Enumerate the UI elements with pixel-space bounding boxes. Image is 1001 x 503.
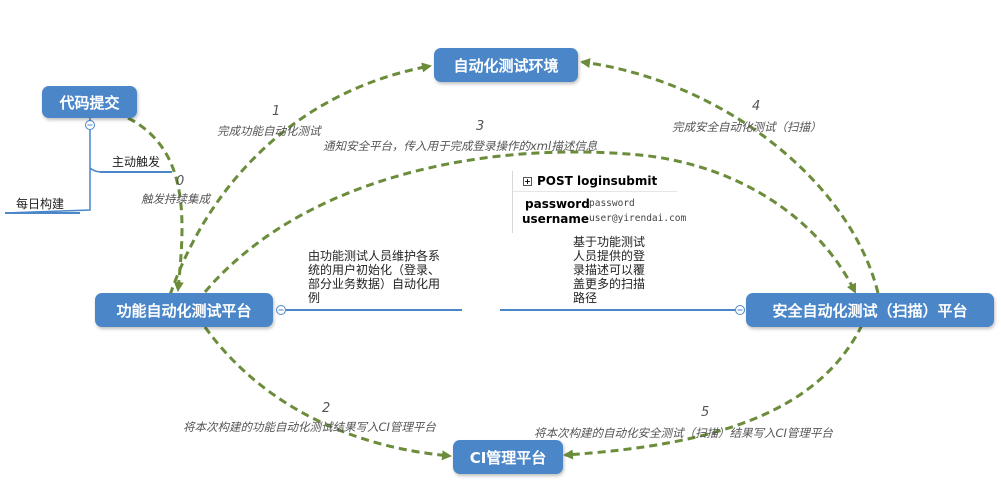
request-header: + POST loginsubmit [513,174,677,192]
param-value: password [589,198,635,209]
desc-sec-line: 基于功能测试 [573,235,646,249]
edge-4-arrow [580,58,880,294]
trigger-daily-build[interactable]: 每日构建 [16,197,65,211]
expand-icon[interactable]: + [523,177,532,186]
trigger-manual[interactable]: 主动触发 [112,155,161,169]
edge-5-number: 5 [701,405,710,420]
desc-sec-line: 录描述可以覆 [573,263,646,277]
edge-3-arrow [203,150,857,294]
desc-sec-line: 盖更多的扫描 [573,277,646,291]
edge-5-label: 将本次构建的自动化安全测试（扫描）结果写入CI管理平台 [534,426,833,440]
request-title: POST loginsubmit [537,174,658,188]
edge-1-arrow [168,62,432,296]
param-value: user@yirendai.com [589,213,687,224]
edge-1-label: 完成功能自动化测试 [217,124,321,138]
edge-2-arrow [203,326,452,461]
functional-platform-description: 由功能测试人员维护各系 统的用户初始化（登录、 部分业务数据）自动化用 例 [308,249,440,305]
node-functional-test-platform[interactable]: 功能自动化测试平台 [95,293,273,327]
desc-func-line: 部分业务数据）自动化用 [308,277,441,291]
node-ci-platform[interactable]: CI管理平台 [453,440,563,474]
edge-3-number: 3 [476,119,485,134]
desc-func-line: 统的用户初始化（登录、 [308,263,441,277]
edge-2-label: 将本次构建的功能自动化测试结果写入CI管理平台 [183,420,436,434]
node-security-test-platform[interactable]: 安全自动化测试（扫描）平台 [746,293,994,327]
desc-func-line: 由功能测试人员维护各系 [308,249,441,263]
edge-0-label: 触发持续集成 [141,192,210,206]
param-key: password [525,197,590,211]
edge-5-arrow [563,324,864,460]
desc-sec-line: 路径 [573,291,598,305]
edge-1-number: 1 [272,104,281,119]
edge-4-number: 4 [752,99,761,114]
node-test-environment[interactable]: 自动化测试环境 [434,48,578,82]
param-key: username [522,212,590,226]
node-code-commit[interactable]: 代码提交 [42,86,137,118]
edge-0-arrow [127,116,184,292]
login-request-panel: + POST loginsubmit password password user… [512,171,686,233]
edge-3-label: 通知安全平台，传入用于完成登录操作的xml描述信息 [323,139,598,153]
edge-4-label: 完成安全自动化测试（扫描） [672,120,822,134]
edge-2-number: 2 [322,401,331,416]
security-platform-description: 基于功能测试 人员提供的登 录描述可以覆 盖更多的扫描 路径 [573,235,645,305]
edge-0-number: 0 [176,174,185,189]
desc-sec-line: 人员提供的登 [573,249,646,263]
desc-func-line: 例 [308,291,321,305]
